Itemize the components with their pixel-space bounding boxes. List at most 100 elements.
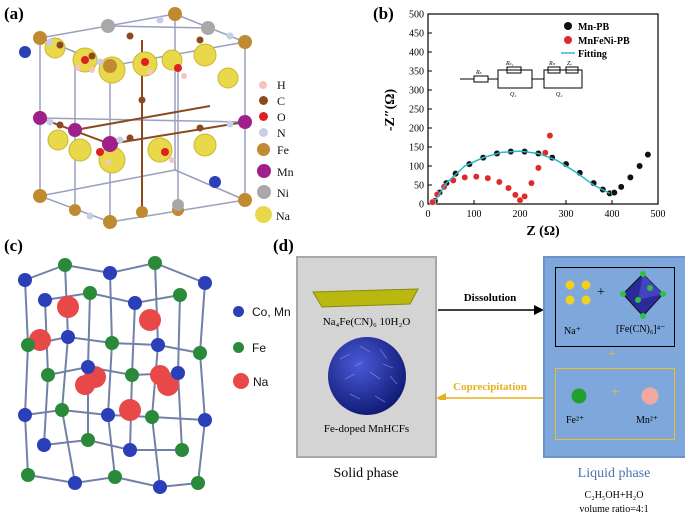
data-point-mn-pb: [626, 173, 634, 181]
legend-ni: Ni: [255, 185, 289, 201]
circuit-label-rsei: Rₛ₁: [505, 61, 514, 67]
legend-na: Na: [255, 206, 290, 224]
data-point-mn-pb: [636, 162, 644, 170]
ion-plus-1: +: [597, 285, 605, 300]
data-point-mnfeni-pb: [528, 179, 535, 187]
dissolved-ions-box: + Na⁺ [Fe(CN)₆]⁴⁻: [555, 267, 675, 347]
ion-plus-3: +: [611, 385, 619, 400]
data-point-mn-pb: [617, 183, 625, 191]
panel-c-legend: Co, Mn Fe Na: [233, 305, 303, 395]
hydrogen-atom-icon: [259, 81, 267, 89]
x-tick-label: 100: [467, 209, 482, 220]
solid-product-label: Fe-doped MnHCFs: [323, 423, 410, 435]
x-tick-label: 300: [559, 209, 574, 220]
data-point-mn-pb: [644, 151, 652, 159]
y-tick-label: 250: [409, 105, 424, 116]
ion-plus-2: +: [608, 347, 616, 362]
ion-na-label: Na⁺: [564, 326, 581, 337]
mnhcf-sphere-icon: [328, 337, 406, 415]
fe2-ion-icon: [571, 388, 587, 404]
y-tick-label: 400: [409, 48, 424, 59]
dissolution-arrowhead-icon: [534, 305, 544, 315]
ion-fe-label: Fe²⁺: [566, 415, 585, 426]
panel-c-framework-structure: [18, 256, 212, 494]
x-tick-label: 0: [426, 209, 431, 220]
circuit-label-rs: Rₛ: [475, 70, 482, 76]
nickel-atom-icon: [257, 185, 271, 199]
dissolution-label: Dissolution: [463, 292, 517, 304]
x-tick-label: 400: [605, 209, 620, 220]
oxygen-atom-icon: [259, 112, 268, 121]
y-tick-label: 450: [409, 29, 424, 40]
volume-ratio-label: volume ratio=4:1: [579, 504, 649, 515]
iron-atom-icon: [233, 342, 244, 353]
sodium-atom-icon: [233, 373, 249, 389]
y-tick-label: 500: [409, 10, 424, 21]
data-point-mnfeni-pb: [546, 132, 554, 140]
liquid-phase-box: + Na⁺ [Fe(CN)₆]⁴⁻ + + Fe²⁺ Mn²⁺: [543, 256, 685, 458]
data-point-mnfeni-pb: [472, 173, 480, 181]
circuit-label-zw: Zᵥ: [567, 61, 572, 67]
panel-d-label: (d): [273, 236, 294, 255]
panel-a-legend: H C O N Fe Mn Ni Na: [255, 78, 315, 228]
na4fecn6-plate-icon: [312, 288, 419, 308]
solid-compound-label: Na₄Fe(CN)₆ 10H₂O: [322, 316, 411, 328]
circuit-label-q1: Q₁: [510, 92, 516, 98]
data-point-mnfeni-pb: [495, 178, 503, 186]
legend-n: N: [255, 126, 286, 141]
legend-na-c: Na: [233, 373, 268, 389]
y-tick-label: 150: [409, 143, 424, 154]
chart-legend: Mn-PB MnFeNi-PB Fitting: [561, 22, 630, 60]
x-tick-label: 200: [513, 209, 528, 220]
panel-a-crystal-structure: [19, 7, 252, 229]
y-tick-label: 300: [409, 86, 424, 97]
coprecipitation-label: Coprecipitation: [453, 381, 527, 393]
metal-ions-box: + Fe²⁺ Mn²⁺: [555, 368, 675, 440]
circuit-labels: Rₛ Rₛ₁ Q₁ Rₙ Q₂ Zᵥ: [475, 61, 572, 98]
process-arrows: [436, 305, 544, 400]
panel-b-label: (b): [373, 4, 394, 23]
data-point-mnfeni-pb: [505, 184, 512, 192]
iron-atom-icon: [257, 143, 270, 156]
legend-label-fitting: Fitting: [578, 49, 607, 60]
mn2-ion-icon: [641, 387, 659, 405]
circuit-label-q2: Q₂: [556, 92, 562, 98]
data-point-mnfeni-pb: [516, 196, 524, 204]
equivalent-circuit-inset: [460, 66, 583, 89]
legend-c: C: [255, 94, 285, 109]
x-tick-label: 500: [651, 209, 666, 220]
legend-marker-mn-pb: [564, 22, 572, 30]
manganese-atom-icon: [257, 164, 271, 178]
sodium-ions-icon: [565, 280, 591, 305]
carbon-atom-icon: [259, 96, 268, 105]
ferrocyanide-octahedron-icon: [620, 271, 666, 319]
y-tick-label: 200: [409, 124, 424, 135]
panel-c-label: (c): [4, 236, 23, 255]
solvent-label: C₂H₅OH+H₂O: [584, 490, 644, 501]
panel-a-label: (a): [4, 4, 24, 23]
legend-marker-mnfeni-pb: [564, 36, 572, 44]
data-point-mnfeni-pb: [461, 173, 469, 181]
legend-label-mn-pb: Mn-PB: [578, 22, 609, 33]
circuit-label-rct: Rₙ: [548, 61, 556, 67]
nitrogen-atom-icon: [259, 128, 268, 137]
coprecipitation-arrowhead-icon: [436, 393, 446, 400]
solid-phase-caption: Solid phase: [333, 466, 399, 481]
y-tick-label: 350: [409, 67, 424, 78]
data-point-mnfeni-pb: [521, 192, 529, 200]
sodium-atom-icon: [255, 206, 272, 223]
y-tick-label: 0: [419, 200, 424, 211]
data-point-mnfeni-pb: [484, 174, 492, 182]
legend-label-mnfeni-pb: MnFeNi-PB: [578, 36, 630, 47]
data-point-mnfeni-pb: [511, 191, 519, 199]
data-point-mnfeni-pb: [534, 164, 542, 172]
legend-o: O: [255, 110, 286, 125]
x-axis-label: Z (Ω): [526, 224, 560, 239]
legend-h: H: [255, 78, 286, 93]
data-point-mnfeni-pb: [429, 198, 437, 206]
series-line-fitting: [434, 150, 611, 202]
data-point-mn-pb: [610, 189, 618, 197]
legend-fe: Fe: [255, 143, 289, 158]
y-axis-label: -Z″(Ω): [383, 89, 398, 132]
